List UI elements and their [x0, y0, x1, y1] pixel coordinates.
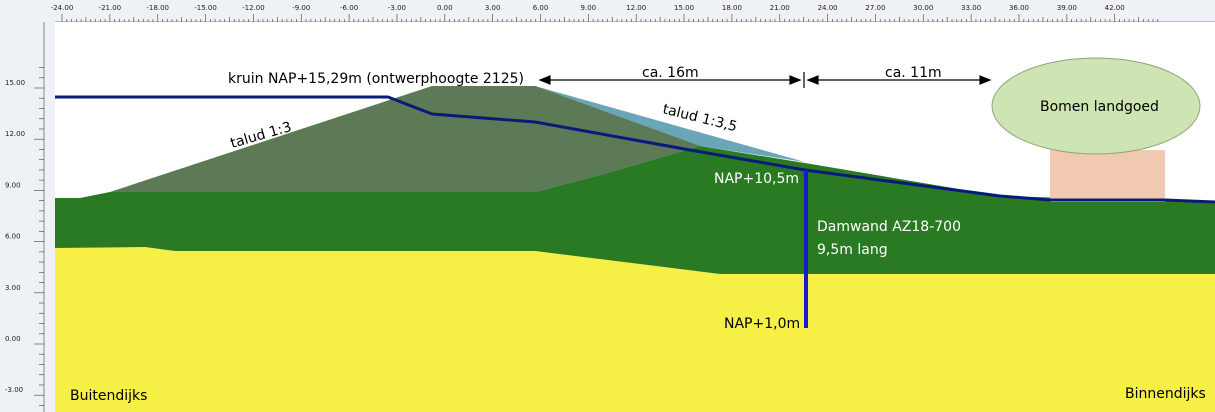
sheet-pile-label-2: 9,5m lang	[817, 242, 888, 258]
dim-label-16m: ca. 16m	[642, 65, 699, 81]
y-tick-label: 12.00	[5, 130, 25, 138]
y-tick-label: 9.00	[5, 181, 21, 189]
x-tick-label: 6.00	[533, 4, 549, 12]
x-tick-label: 24.00	[818, 4, 838, 12]
x-tick-label: 42.00	[1105, 4, 1125, 12]
tree-trunk	[1050, 150, 1165, 202]
x-tick-label: 15.00	[674, 4, 694, 12]
x-tick-label: 3.00	[485, 4, 501, 12]
y-tick-label: 15.00	[5, 79, 25, 87]
dimension-arrows	[538, 72, 992, 88]
clay-layer	[55, 146, 1215, 274]
x-tick-label: 18.00	[722, 4, 742, 12]
arrowhead	[806, 75, 819, 85]
sheet-top-label: NAP+10,5m	[714, 171, 799, 187]
trees-label: Bomen landgoed	[1040, 99, 1159, 115]
x-tick-label: -21.00	[99, 4, 122, 12]
inside-label: Binnendijks	[1125, 386, 1206, 402]
x-tick-label: 39.00	[1057, 4, 1077, 12]
y-tick-label: -3.00	[5, 386, 23, 394]
x-tick-label: -3.00	[388, 4, 406, 12]
dike-body	[110, 86, 700, 192]
sand-layer	[55, 247, 1215, 412]
arrowhead	[979, 75, 992, 85]
x-tick-label: 21.00	[770, 4, 790, 12]
x-tick-label: -12.00	[242, 4, 265, 12]
y-tick-label: 3.00	[5, 284, 21, 292]
x-tick-label: -15.00	[194, 4, 217, 12]
x-tick-label: 27.00	[865, 4, 885, 12]
x-tick-label: 9.00	[581, 4, 597, 12]
dim-label-11m: ca. 11m	[885, 65, 942, 81]
y-tick-label: 6.00	[5, 233, 21, 241]
sheet-pile-label-1: Damwand AZ18-700	[817, 219, 961, 235]
outside-label: Buitendijks	[70, 388, 147, 404]
tree-crown	[991, 57, 1201, 155]
x-tick-label: 0.00	[437, 4, 453, 12]
y-axis-ruler	[0, 22, 55, 412]
y-tick-label: 0.00	[5, 335, 21, 343]
arrowhead	[538, 75, 551, 85]
x-tick-label: 30.00	[913, 4, 933, 12]
crest-label: kruin NAP+15,29m (ontwerphoogte 2125)	[228, 71, 524, 87]
x-tick-label: -18.00	[146, 4, 169, 12]
x-tick-label: -24.00	[51, 4, 74, 12]
x-tick-label: 36.00	[1009, 4, 1029, 12]
x-axis-ticks: -24.00 -21.00 -18.00 -15.00 -12.00 -9.00 -6.00…	[51, 4, 1159, 22]
surface-line	[55, 95, 1215, 204]
x-tick-label: 12.00	[626, 4, 646, 12]
x-axis-ruler	[0, 0, 1215, 22]
x-tick-label: -9.00	[292, 4, 310, 12]
sheet-bottom-label: NAP+1,0m	[724, 316, 800, 332]
x-tick-label: 33.00	[961, 4, 981, 12]
y-axis-ticks: 15.00 12.00 9.00 6.00 3.00 0.00 -3.00	[5, 67, 44, 406]
arrowhead	[789, 75, 802, 85]
x-tick-label: -6.00	[340, 4, 358, 12]
